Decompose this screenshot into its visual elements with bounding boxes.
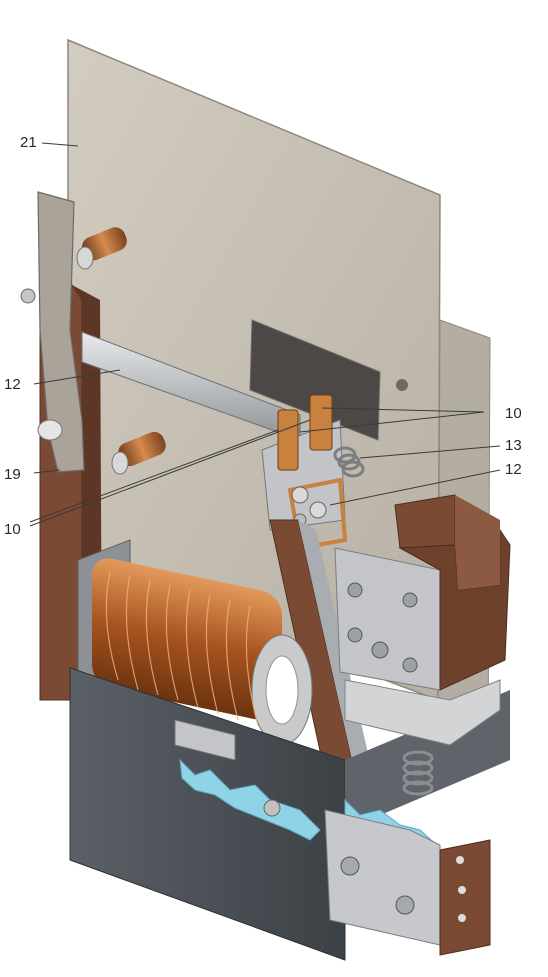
lower-assembly <box>263 679 501 956</box>
label-12-right: 12 <box>505 461 522 478</box>
armature-lever <box>20 191 85 473</box>
right-steel-plate <box>334 547 441 691</box>
label-13: 13 <box>505 437 522 454</box>
label-21: 21 <box>20 134 37 151</box>
peg-bottom <box>111 431 166 475</box>
label-19: 19 <box>4 466 21 483</box>
label-10-left: 10 <box>4 521 21 538</box>
label-10-right: 10 <box>505 405 522 422</box>
label-12-left: 12 <box>4 376 21 393</box>
peg-top <box>76 227 127 270</box>
contact-assembly <box>261 394 365 551</box>
right-brown-block <box>394 494 511 691</box>
copper-coil <box>77 539 313 746</box>
leader-lines <box>29 142 501 527</box>
